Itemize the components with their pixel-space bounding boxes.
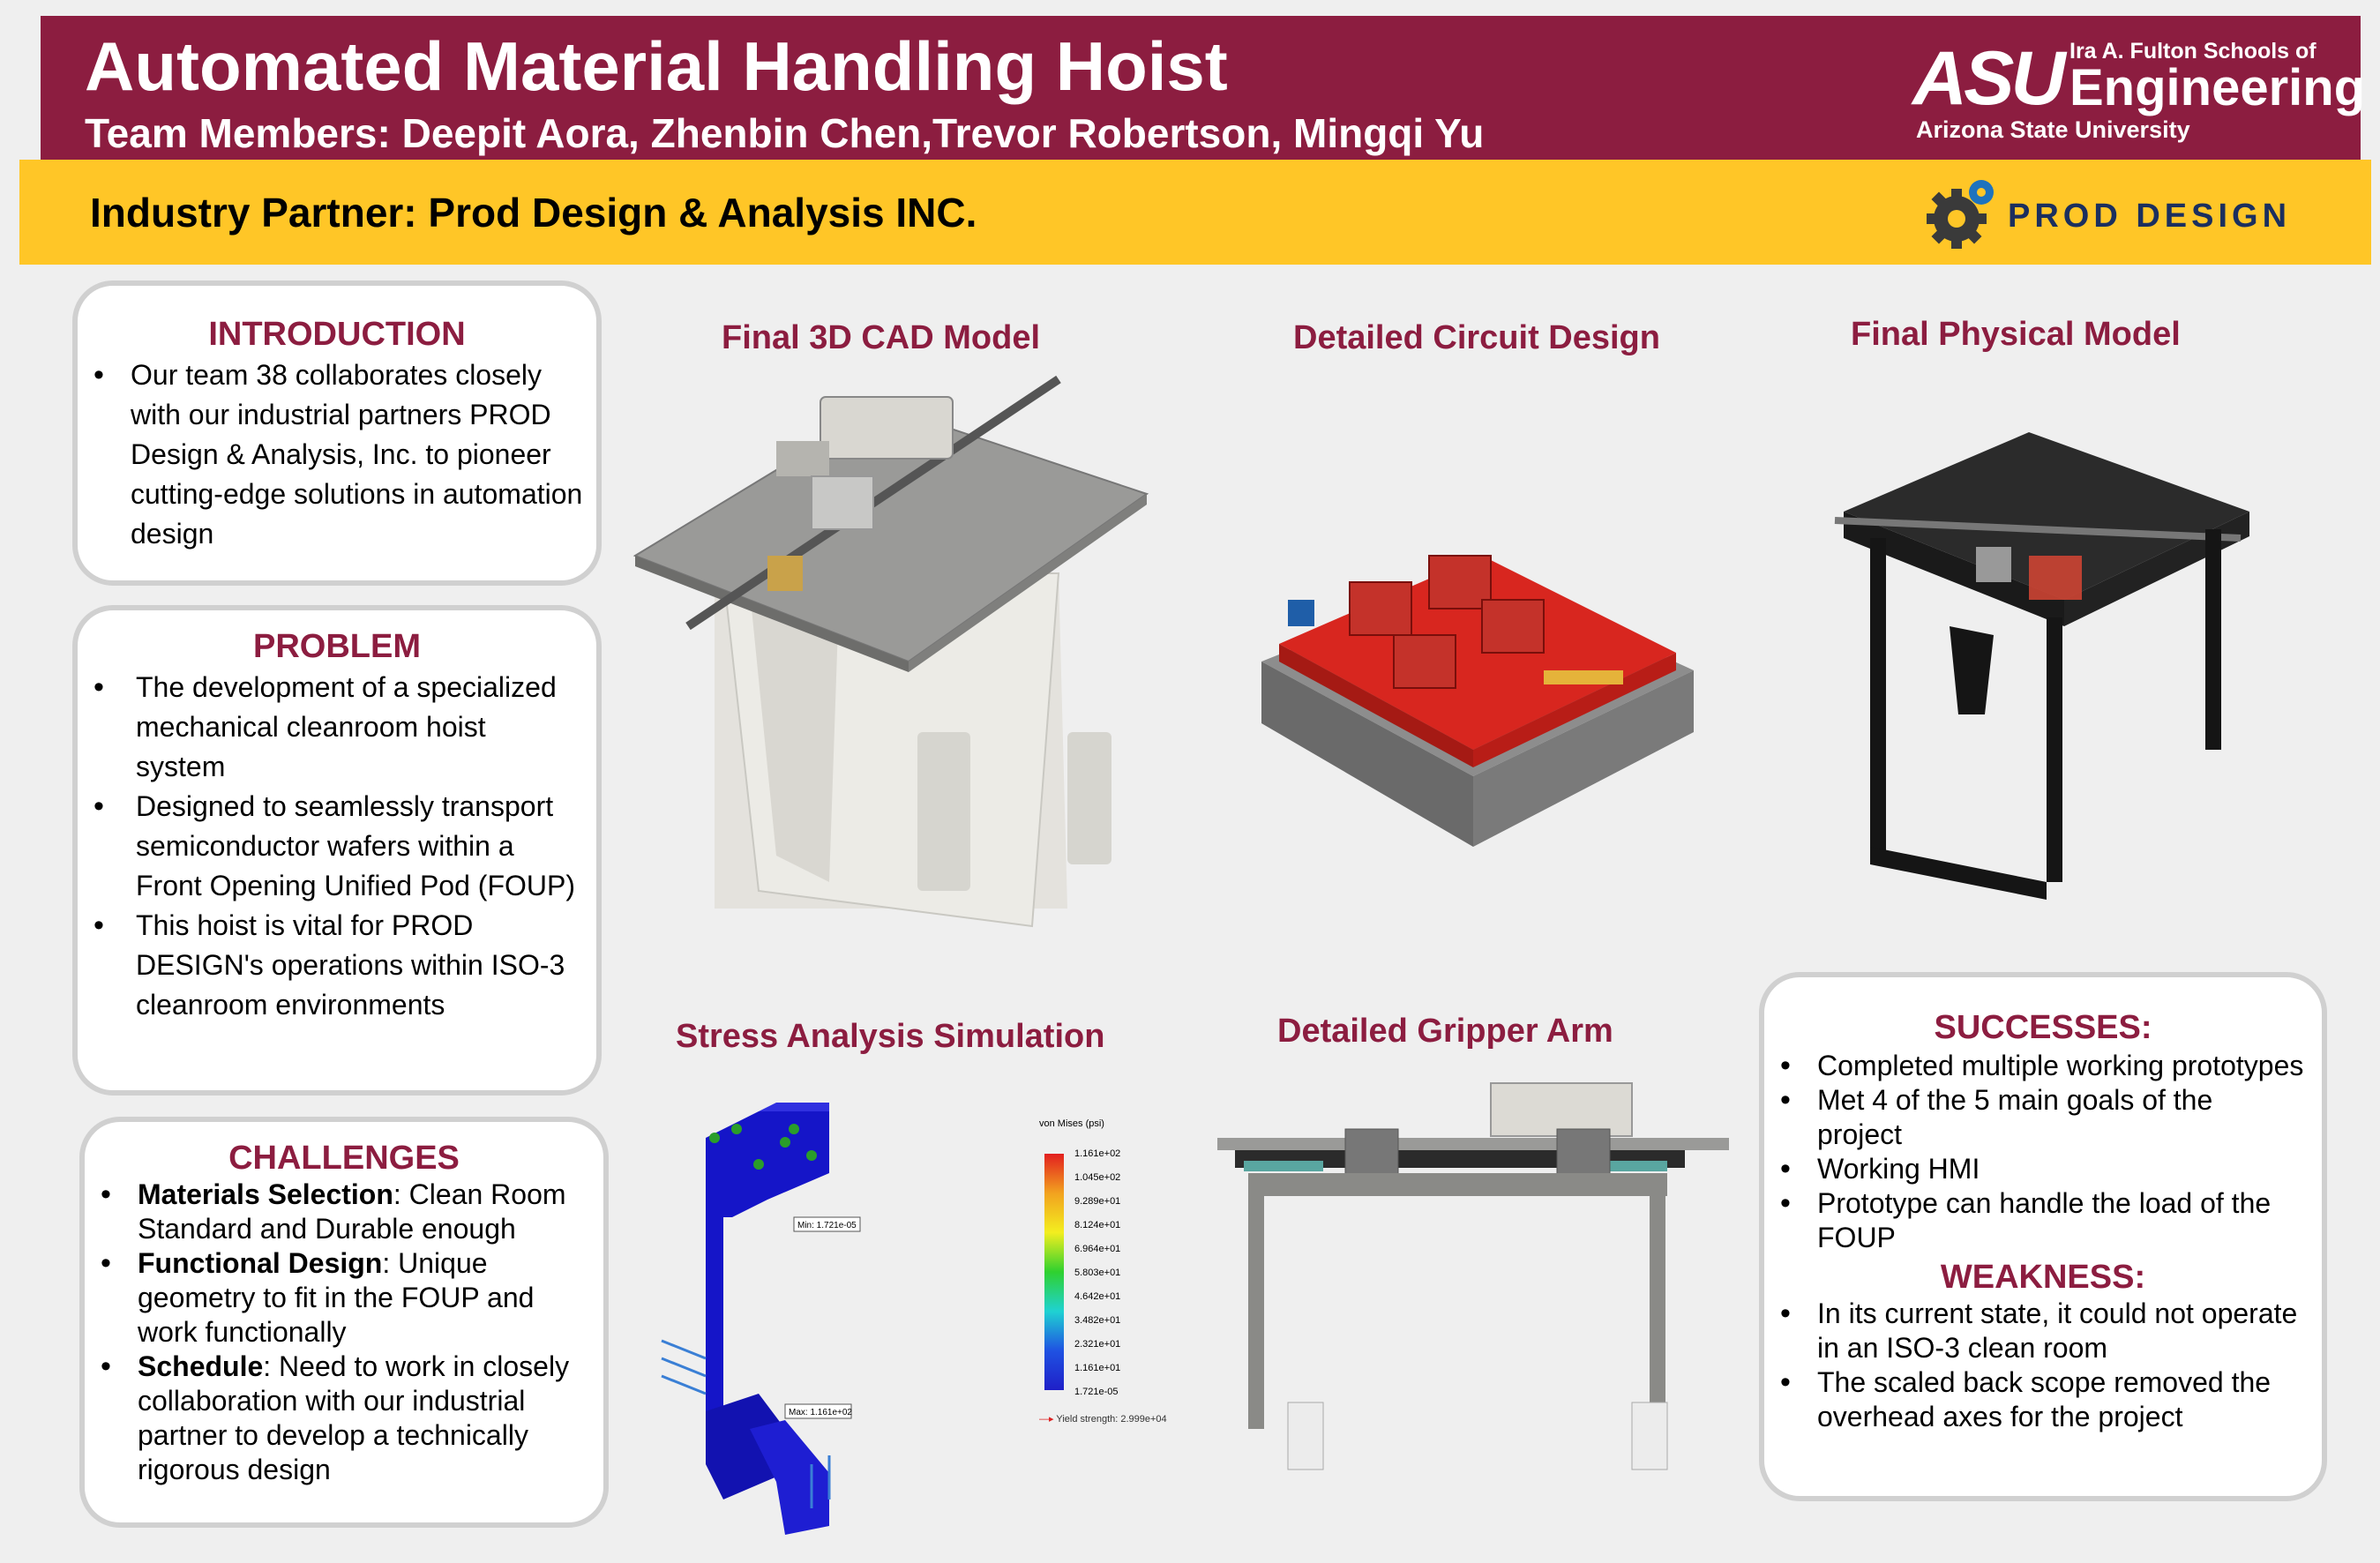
list-item: Materials Selection: Clean Room Standard…	[85, 1178, 595, 1246]
legend-tick-label: 1.161e+01	[1074, 1363, 1121, 1373]
problem-box: PROBLEM The development of a specialized…	[72, 605, 602, 1096]
circuit-design-image	[1261, 555, 1694, 847]
circuit-caption: Detailed Circuit Design	[1293, 319, 1660, 356]
legend-tick-label: 2.321e+01	[1074, 1339, 1121, 1350]
stress-min-label: Min: 1.721e-05	[797, 1221, 857, 1230]
physical-model-image	[1834, 432, 2249, 900]
cad-caption: Final 3D CAD Model	[722, 319, 1041, 356]
prod-design-logo: PROD DESIGN	[1912, 171, 2354, 256]
list-item: Designed to seamlessly transport semicon…	[78, 787, 579, 906]
arrow-icon: —▸	[1039, 1414, 1054, 1425]
legend-title: von Mises (psi)	[1039, 1118, 1104, 1129]
challenges-heading: CHALLENGES	[228, 1140, 460, 1177]
yield-text: Yield strength: 2.999e+04	[1056, 1414, 1167, 1425]
asu-logo: ASU Ira A. Fulton Schools of Engineering…	[1912, 35, 2365, 150]
legend-ticks: 1.161e+02 1.045e+02 9.289e+01 8.124e+01 6.96…	[1074, 1148, 1154, 1397]
partner-band	[19, 160, 2371, 265]
successes-heading: SUCCESSES:	[1934, 1009, 2152, 1046]
gripper-caption: Detailed Gripper Arm	[1277, 1013, 1613, 1050]
challenges-list: Materials Selection: Clean Room Standard…	[85, 1178, 603, 1487]
legend-tick-label: 1.161e+02	[1074, 1148, 1121, 1159]
challenge-term: Functional Design	[138, 1247, 383, 1279]
stress-legend: von Mises (psi) 1.161e+02 1.045e+02 9.289e…	[1039, 1118, 1167, 1436]
team-members: Team Members: Deepit Aora, Zhenbin Chen,…	[85, 110, 1485, 156]
list-item: Completed multiple working prototypes	[1764, 1049, 2304, 1083]
legend-tick-label: 1.045e+02	[1074, 1172, 1121, 1183]
introduction-box: INTRODUCTION Our team 38 collaborates cl…	[72, 280, 602, 586]
legend-tick-label: 8.124e+01	[1074, 1220, 1121, 1230]
legend-tick-label: 6.964e+01	[1074, 1244, 1121, 1254]
asu-mark: ASU	[1912, 36, 2066, 121]
problem-heading: PROBLEM	[253, 628, 421, 665]
legend-tick-label: 4.642e+01	[1074, 1291, 1121, 1302]
stress-analysis-image: Min: 1.721e-05 Max: 1.161e+02	[661, 1103, 861, 1535]
legend-tick-label: 3.482e+01	[1074, 1315, 1121, 1326]
cad-model-image	[632, 375, 1149, 928]
list-item: Our team 38 collaborates closely with ou…	[78, 355, 596, 554]
list-item: Prototype can handle the load of the FOU…	[1764, 1186, 2304, 1255]
weakness-heading: WEAKNESS:	[1940, 1259, 2146, 1296]
list-item: Schedule: Need to work in closely collab…	[85, 1350, 595, 1487]
successes-list: Completed multiple working prototypes Me…	[1764, 1049, 2322, 1255]
poster-title: Automated Material Handling Hoist	[85, 27, 1228, 105]
list-item: The development of a specialized mechani…	[78, 668, 579, 787]
legend-colorbar	[1044, 1154, 1064, 1390]
list-item: In its current state, it could not opera…	[1764, 1297, 2304, 1365]
asu-logo-line2: Engineering	[2069, 59, 2366, 116]
physical-caption: Final Physical Model	[1851, 316, 2181, 353]
list-item: Working HMI	[1764, 1152, 2304, 1186]
challenge-term: Schedule	[138, 1350, 264, 1382]
asu-logo-line1: Ira A. Fulton Schools of	[2069, 39, 2316, 64]
challenge-text: : Unique geometry to fit in the FOUP and…	[138, 1247, 535, 1348]
legend-tick-label: 5.803e+01	[1074, 1268, 1121, 1278]
introduction-list: Our team 38 collaborates closely with ou…	[78, 355, 596, 554]
legend-tick-label: 9.289e+01	[1074, 1196, 1121, 1207]
challenge-text: : Clean Room Standard and Durable enough	[138, 1178, 566, 1245]
list-item: The scaled back scope removed the overhe…	[1764, 1365, 2304, 1434]
industry-partner: Industry Partner: Prod Design & Analysis…	[90, 190, 977, 236]
weakness-list: In its current state, it could not opera…	[1764, 1297, 2322, 1434]
stress-max-label: Max: 1.161e+02	[789, 1408, 852, 1417]
introduction-heading: INTRODUCTION	[208, 316, 466, 353]
stress-caption: Stress Analysis Simulation	[676, 1018, 1105, 1055]
successes-box: SUCCESSES: Completed multiple working pr…	[1759, 972, 2327, 1501]
gear-icon	[1927, 180, 1994, 249]
challenges-box: CHALLENGES Materials Selection: Clean Ro…	[79, 1117, 609, 1528]
header-band	[41, 16, 2361, 160]
prod-design-text: PROD DESIGN	[2008, 198, 2292, 235]
list-item: Functional Design: Unique geometry to fi…	[85, 1246, 595, 1350]
yield-strength: —▸ Yield strength: 2.999e+04	[1039, 1413, 1167, 1425]
problem-list: The development of a specialized mechani…	[78, 668, 596, 1025]
challenge-term: Materials Selection	[138, 1178, 393, 1210]
list-item: Met 4 of the 5 main goals of the project	[1764, 1083, 2304, 1152]
list-item: This hoist is vital for PROD DESIGN's op…	[78, 906, 579, 1025]
challenge-text: : Need to work in closely collaboration …	[138, 1350, 570, 1485]
gripper-arm-image	[1217, 1082, 1729, 1470]
legend-tick-label: 1.721e-05	[1074, 1387, 1119, 1397]
asu-logo-line3: Arizona State University	[1916, 116, 2190, 143]
